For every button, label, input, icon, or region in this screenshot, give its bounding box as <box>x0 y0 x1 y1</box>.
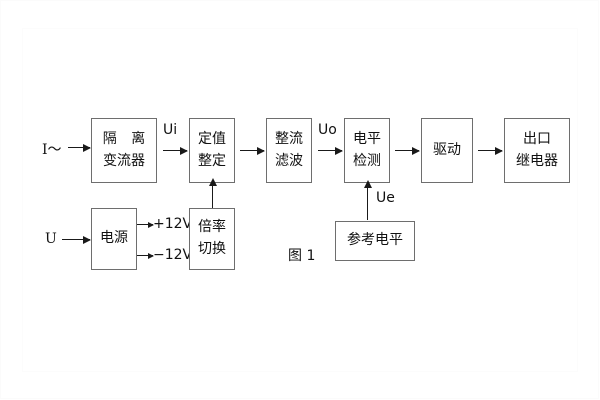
level-detect-to-driver-arrow <box>395 146 420 155</box>
figure-caption: 图 1 <box>288 248 316 264</box>
block-multiplier-switch-line1: 倍率 <box>198 219 226 236</box>
block-level-detect-line2: 检测 <box>353 152 381 169</box>
block-isolation-ct-line2: 变流器 <box>103 152 145 169</box>
rail-positive-label: +12V <box>153 216 193 232</box>
block-rectify-filter[interactable]: 整流 滤波 <box>266 118 312 183</box>
setting-to-rectify-arrow <box>240 146 265 155</box>
block-level-detect[interactable]: 电平 检测 <box>344 118 390 183</box>
block-output-relay-line1: 出口 <box>523 130 551 147</box>
rail-positive-arrow <box>137 221 154 228</box>
block-rectify-filter-line1: 整流 <box>275 130 303 147</box>
block-isolation-ct[interactable]: 隔 离 变流器 <box>91 118 157 183</box>
block-power-supply[interactable]: 电源 <box>91 208 137 270</box>
ui-label: Ui <box>163 122 178 138</box>
block-output-relay[interactable]: 出口 继电器 <box>504 118 570 183</box>
block-isolation-ct-line1: 隔 离 <box>102 130 151 147</box>
block-multiplier-switch[interactable]: 倍率 切换 <box>189 208 235 270</box>
block-driver-line1: 驱动 <box>433 141 461 158</box>
uo-arrow <box>318 146 343 155</box>
voltage-input-arrow <box>62 235 91 244</box>
reference-level-arrow <box>363 180 372 220</box>
voltage-input-label: U <box>45 231 57 247</box>
block-level-detect-line1: 电平 <box>353 130 381 147</box>
block-output-relay-line2: 继电器 <box>516 152 558 169</box>
rail-negative-arrow <box>137 252 154 259</box>
inner-frame <box>22 28 578 372</box>
block-setting-line2: 整定 <box>198 152 226 169</box>
block-reference-level[interactable]: 参考电平 <box>335 221 415 261</box>
block-setting[interactable]: 定值 整定 <box>189 118 235 183</box>
block-rectify-filter-line2: 滤波 <box>275 152 303 169</box>
block-driver[interactable]: 驱动 <box>421 118 473 183</box>
current-input-arrow <box>68 143 91 152</box>
block-setting-line1: 定值 <box>198 130 226 147</box>
block-reference-level-line1: 参考电平 <box>347 232 403 249</box>
ui-arrow <box>163 146 188 155</box>
uo-label: Uo <box>318 122 337 138</box>
ue-label: Ue <box>376 190 395 206</box>
multiplier-to-setting-arrow <box>208 178 217 208</box>
block-multiplier-switch-line2: 切换 <box>198 241 226 257</box>
driver-to-output-relay-arrow <box>478 146 503 155</box>
block-power-supply-line1: 电源 <box>100 230 128 247</box>
rail-negative-label: −12V <box>153 247 193 263</box>
current-input-label: I～ <box>42 142 62 158</box>
